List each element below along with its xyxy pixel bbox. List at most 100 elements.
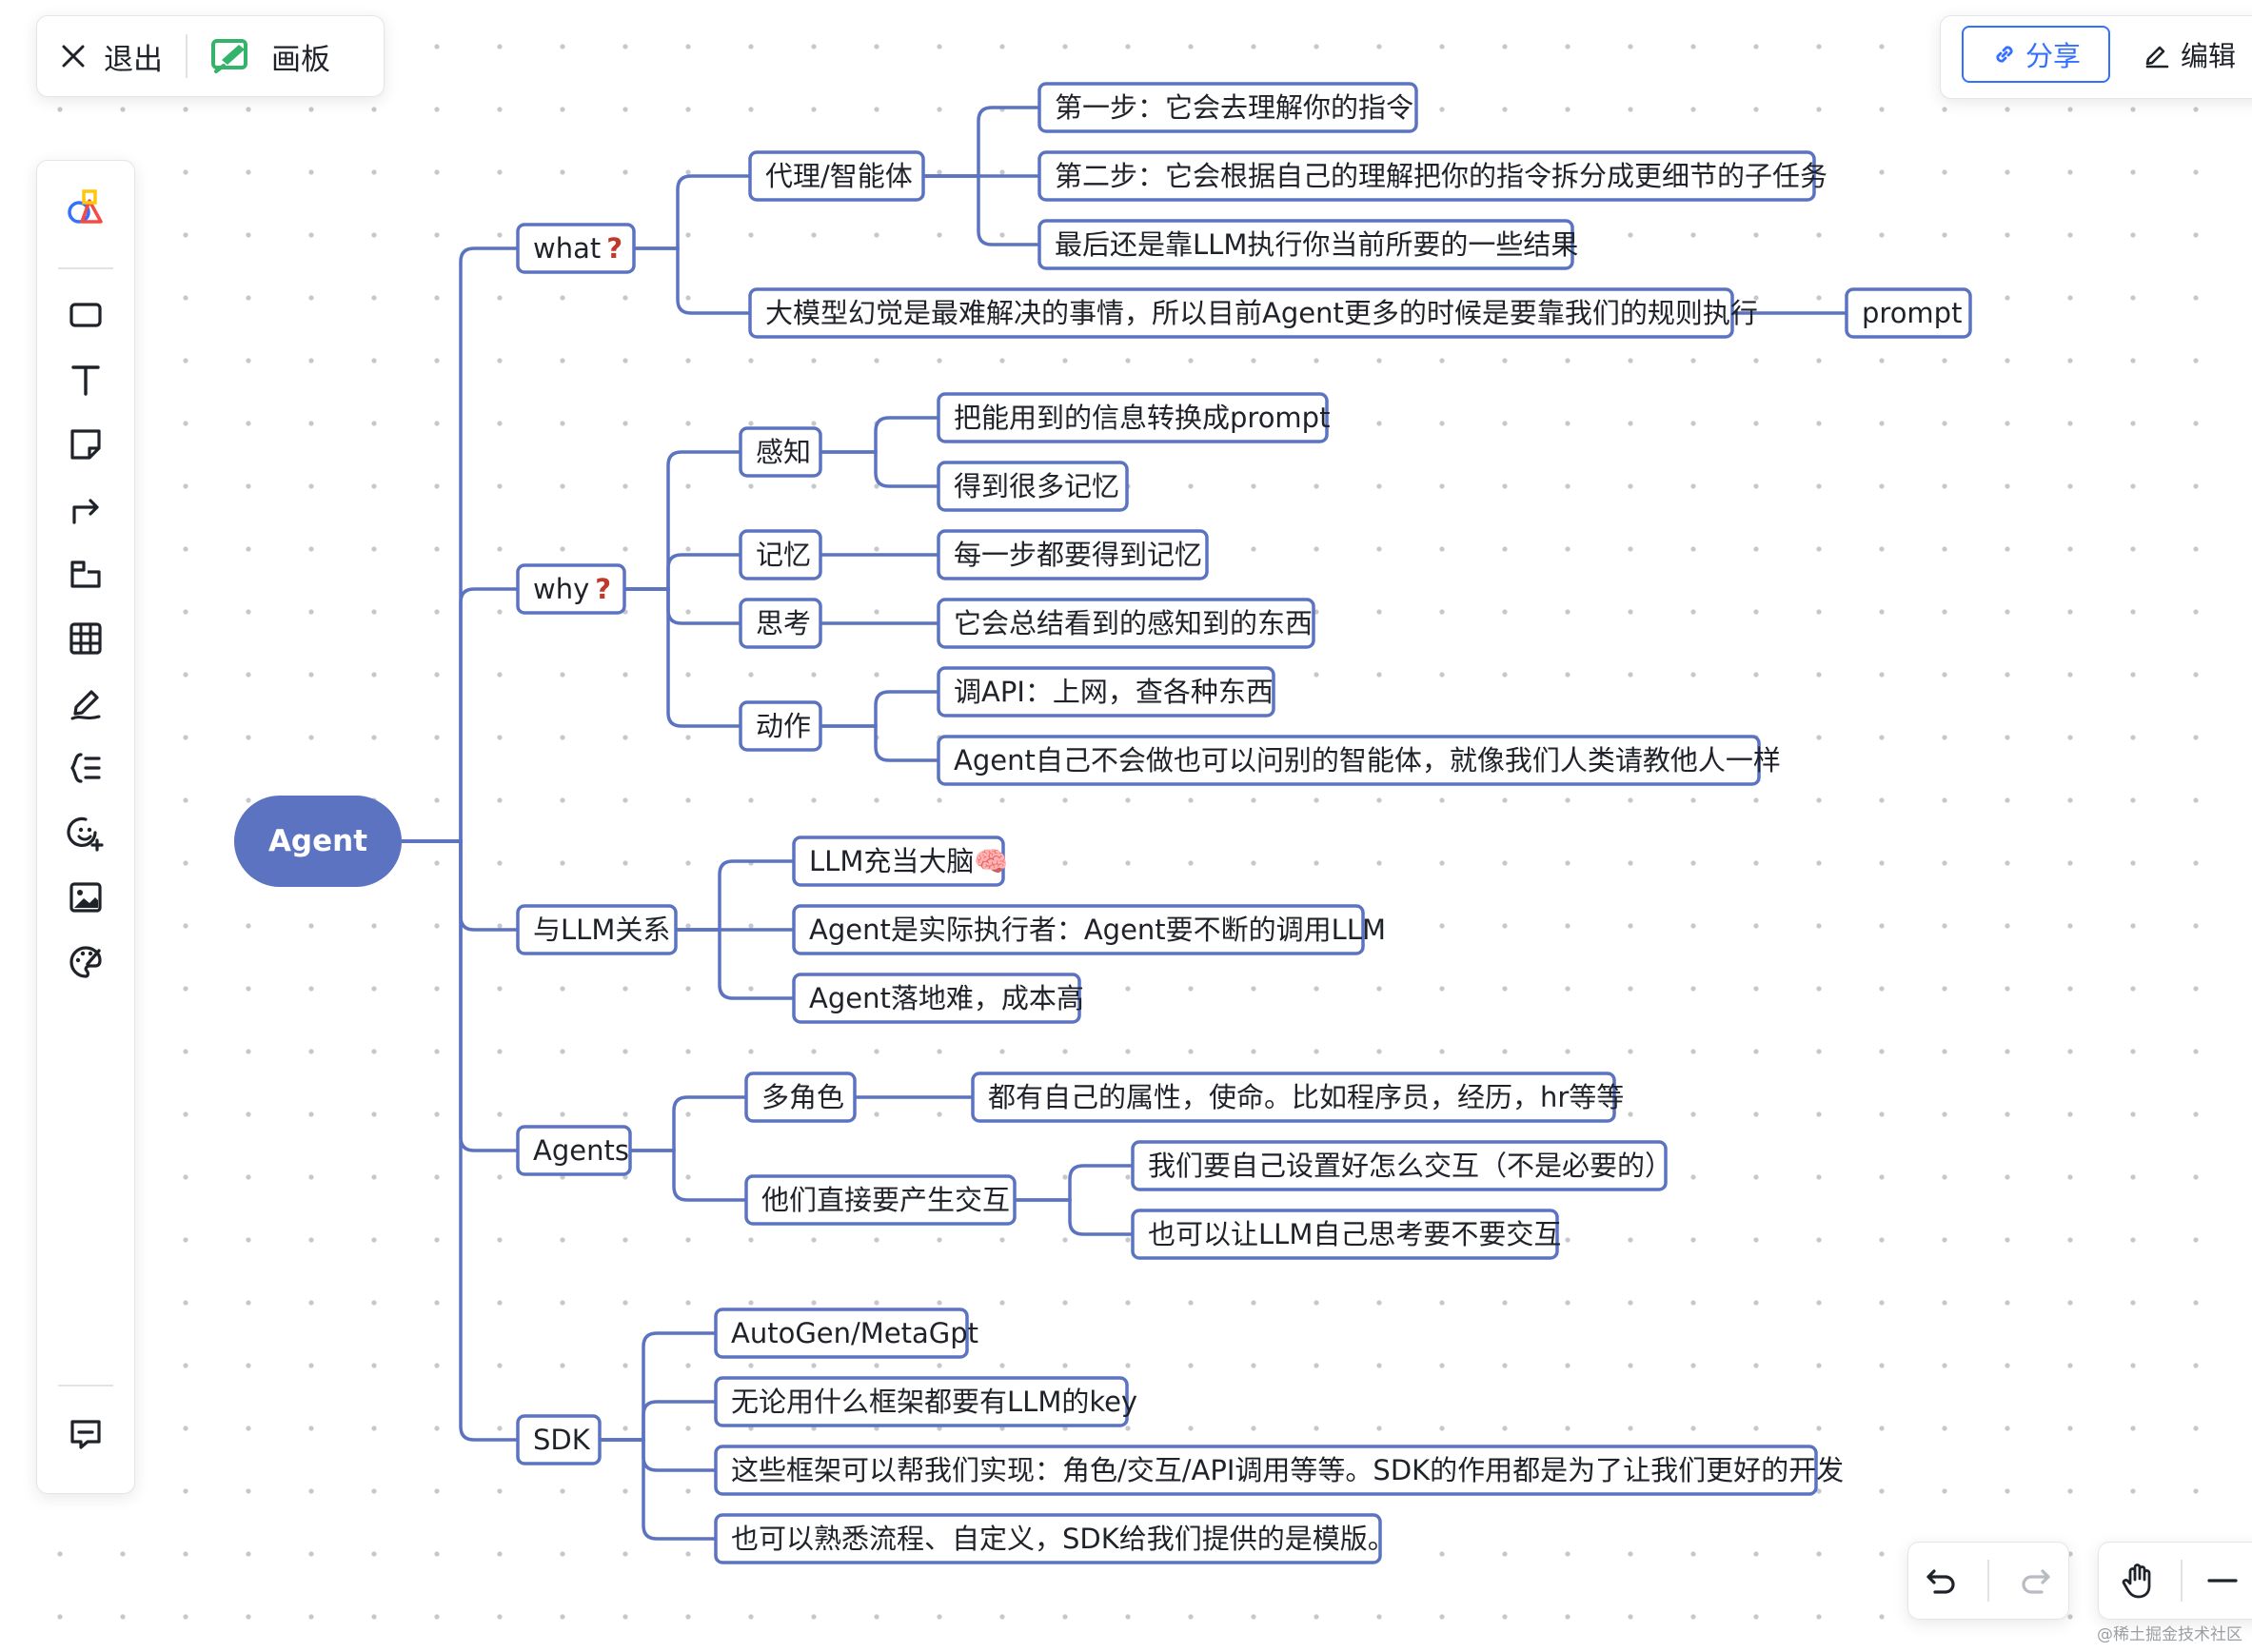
mindmap-node[interactable]: 得到很多记忆: [937, 461, 1129, 512]
mindmap-icon[interactable]: [63, 745, 109, 791]
root-node-box: [234, 796, 402, 887]
image-icon[interactable]: [63, 875, 109, 920]
node-box: [937, 735, 1761, 786]
mindmap-node[interactable]: 代理/智能体: [748, 150, 925, 202]
mindmap-node[interactable]: 第二步：它会根据自己的理解把你的指令拆分成更细节的子任务: [1037, 150, 1827, 202]
palette-icon[interactable]: [63, 939, 109, 985]
node-label: 记忆: [756, 539, 811, 571]
node-box: [1037, 82, 1418, 133]
table-icon[interactable]: [63, 616, 109, 661]
connector-line: [923, 106, 1039, 178]
mindmap-node[interactable]: SDK: [516, 1414, 602, 1465]
node-label: Agent是实际执行者：Agent要不断的调用LLM: [809, 914, 1386, 946]
comment-icon[interactable]: [63, 1411, 109, 1457]
node-box: [516, 904, 678, 955]
whiteboard-icon: [211, 39, 247, 73]
sticky-note-icon[interactable]: [63, 422, 109, 467]
connector-line: [402, 246, 518, 843]
zoom-out-icon[interactable]: [2203, 1564, 2242, 1598]
mindmap-node[interactable]: 他们直接要产生交互: [744, 1174, 1017, 1226]
mindmap-node[interactable]: Agent是实际执行者：Agent要不断的调用LLM: [792, 904, 1386, 955]
mindmap-node[interactable]: 它会总结看到的感知到的东西: [937, 598, 1315, 649]
mindmap-node[interactable]: Agents: [516, 1125, 632, 1176]
node-box: [739, 598, 822, 649]
mindmap-node[interactable]: 都有自己的属性，使命。比如程序员，经历，hr等等: [971, 1072, 1624, 1123]
connector-line: [634, 174, 750, 250]
close-icon: [62, 45, 85, 68]
node-box: [748, 287, 1734, 339]
node-box: [937, 461, 1129, 512]
mindmap-node[interactable]: 调API：上网，查各种东西: [937, 666, 1275, 718]
text-icon[interactable]: [63, 357, 109, 403]
edit-button[interactable]: 编辑: [2143, 26, 2236, 83]
connector-line: [600, 1400, 716, 1442]
node-label: 思考: [756, 607, 811, 639]
mindmap-node[interactable]: 第一步：它会去理解你的指令: [1037, 82, 1418, 133]
mindmap-node[interactable]: Agent自己不会做也可以问别的智能体，就像我们人类请教他人一样: [937, 735, 1781, 786]
mindmap-node[interactable]: 大模型幻觉是最难解决的事情，所以目前Agent更多的时候是要靠我们的规则执行: [748, 287, 1758, 339]
mindmap-node[interactable]: 无论用什么框架都要有LLM的key: [714, 1376, 1137, 1427]
connector-line: [402, 839, 518, 1442]
mindmap-node[interactable]: 我们要自己设置好怎么交互（不是必要的）: [1131, 1140, 1672, 1191]
rectangle-icon[interactable]: [63, 292, 109, 338]
mindmap-node[interactable]: LLM充当大脑🧠: [792, 836, 1008, 887]
link-icon: [1996, 46, 2013, 63]
node-box: [748, 150, 925, 202]
left-toolbox: [36, 160, 135, 1494]
connector-line: [820, 416, 938, 454]
node-box: [516, 1414, 602, 1465]
node-label: 与LLM关系: [533, 914, 670, 946]
node-box: [714, 1308, 969, 1359]
sticker-icon[interactable]: [63, 810, 109, 856]
node-label: 动作: [756, 710, 811, 742]
mindmap-nodes: Agent what? 代理/智能体 第一步：它会去理解你的指令第二步：它会根据自己的…: [234, 82, 1972, 1564]
mindmap-node[interactable]: AutoGen/MetaGpt: [714, 1308, 978, 1359]
node-box: [1037, 150, 1816, 202]
connector-icon[interactable]: [63, 486, 109, 532]
canvas-controls-panel: [2098, 1542, 2252, 1620]
node-label: 也可以让LLM自己思考要不要交互: [1148, 1218, 1561, 1250]
node-box: [739, 426, 822, 478]
board-title: 画板: [271, 42, 330, 77]
node-label: 最后还是靠LLM执行你当前所要的一些结果: [1055, 228, 1578, 261]
node-label: 大模型幻觉是最难解决的事情，所以目前Agent更多的时候是要靠我们的规则执行: [765, 297, 1758, 329]
mindmap-node[interactable]: 这些框架可以帮我们实现：角色/交互/API调用等等。SDK的作用都是为了让我们更…: [714, 1445, 1844, 1496]
mindmap-node[interactable]: 也可以让LLM自己思考要不要交互: [1131, 1209, 1561, 1260]
toolbar-divider: [186, 34, 188, 78]
connector-line: [624, 587, 741, 728]
redo-icon[interactable]: [2017, 1562, 2055, 1600]
node-label: 第一步：它会去理解你的指令: [1055, 91, 1413, 124]
root-label: Agent: [268, 824, 367, 858]
mindmap-node[interactable]: 思考: [739, 598, 822, 649]
mindmap-node[interactable]: 动作: [739, 700, 822, 752]
shapes-icon[interactable]: [63, 186, 109, 231]
mindmap-node[interactable]: 最后还是靠LLM执行你当前所要的一些结果: [1037, 219, 1578, 270]
node-label: 代理/智能体: [765, 160, 913, 192]
board-title-button[interactable]: 画板: [188, 16, 353, 96]
mindmap-node[interactable]: 每一步都要得到记忆: [937, 529, 1209, 580]
exit-button[interactable]: 退出: [37, 16, 186, 96]
question-mark-icon: ?: [595, 573, 611, 605]
mindmap-node[interactable]: 把能用到的信息转换成prompt: [937, 392, 1330, 443]
mindmap-node[interactable]: 感知: [739, 426, 822, 478]
mindmap-node[interactable]: prompt: [1845, 287, 1972, 339]
connector-line: [676, 859, 794, 932]
mindmap-node[interactable]: why?: [516, 563, 626, 615]
node-label: 我们要自己设置好怎么交互（不是必要的）: [1148, 1150, 1672, 1182]
mindmap-node[interactable]: 也可以熟悉流程、自定义，SDK给我们提供的是模版。: [714, 1513, 1395, 1564]
node-box: [937, 392, 1329, 443]
pen-icon[interactable]: [63, 680, 109, 726]
undo-icon[interactable]: [1922, 1562, 1960, 1600]
hand-icon[interactable]: [2118, 1560, 2160, 1602]
node-box: [744, 1174, 1017, 1226]
frame-icon[interactable]: [63, 551, 109, 597]
share-button[interactable]: 分享: [1962, 26, 2110, 83]
mindmap-node[interactable]: 多角色: [744, 1072, 857, 1123]
mindmap-node[interactable]: 记忆: [739, 529, 822, 580]
toolbar-divider: [1986, 1560, 1989, 1602]
root-node[interactable]: Agent: [234, 796, 402, 887]
mindmap-node[interactable]: Agent落地难，成本高: [792, 973, 1084, 1024]
mindmap-node[interactable]: 与LLM关系: [516, 904, 678, 955]
mindmap-node[interactable]: what?: [516, 223, 636, 274]
